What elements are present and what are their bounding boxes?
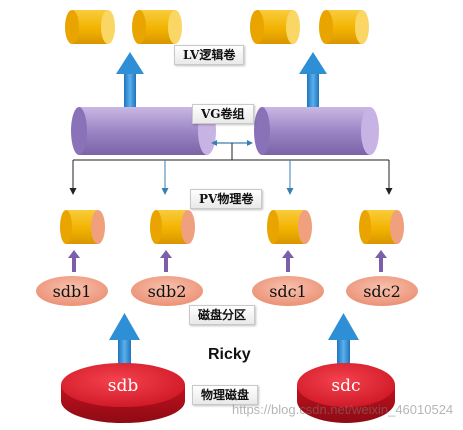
- pv-layer-label: PV物理卷: [190, 189, 263, 209]
- purple-arrow-icon: [375, 250, 387, 272]
- disk-sdc: sdc: [297, 363, 395, 423]
- partition-label: sdc2: [363, 282, 401, 301]
- pv-physical-volume: [150, 210, 195, 244]
- lv-volume: [250, 10, 300, 44]
- blue-arrow-icon: [116, 52, 144, 110]
- vg-volume-group: [71, 107, 216, 155]
- partition-label: sdc1: [269, 282, 307, 301]
- partition-sdb1: sdb1: [36, 276, 108, 306]
- partition-layer-label: 磁盘分区: [189, 305, 256, 325]
- partition-label: sdb2: [148, 282, 187, 301]
- lv-layer-label: LV逻辑卷: [174, 45, 245, 65]
- partition-sdc2: sdc2: [346, 276, 418, 306]
- link-arrow-icon: [211, 140, 253, 160]
- disk-sdb: sdb: [61, 363, 185, 423]
- pv-physical-volume: [267, 210, 312, 244]
- disk-label: sdc: [331, 376, 360, 396]
- lv-volume: [65, 10, 115, 44]
- vg-volume-group: [254, 107, 379, 155]
- partition-label: sdb1: [53, 282, 92, 301]
- blue-arrow-icon: [299, 52, 327, 110]
- vg-pv-connectors: [69, 159, 393, 195]
- pv-physical-volume: [60, 210, 105, 244]
- disk-label: sdb: [108, 376, 139, 396]
- purple-arrow-icon: [160, 250, 172, 272]
- partition-sdb2: sdb2: [131, 276, 203, 306]
- author-name: Ricky: [208, 346, 251, 363]
- lv-volume: [132, 10, 182, 44]
- purple-arrow-icon: [68, 250, 80, 272]
- lv-volume: [319, 10, 369, 44]
- watermark: https://blog.csdn.net/weixin_46010524: [232, 402, 454, 417]
- purple-arrow-icon: [282, 250, 294, 272]
- partition-sdc1: sdc1: [252, 276, 324, 306]
- vg-layer-label: VG卷组: [192, 104, 254, 124]
- pv-physical-volume: [359, 210, 404, 244]
- disk-layer-label: 物理磁盘: [192, 385, 259, 405]
